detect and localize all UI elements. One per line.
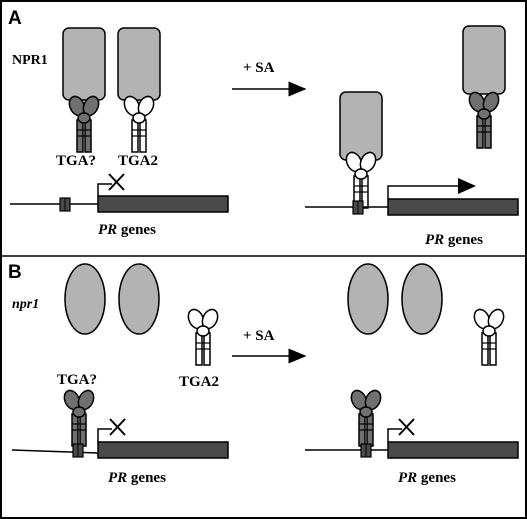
panel-a: A NPR1 TGA? TGA2 PR genes + SA — [8, 8, 519, 248]
pr-gene-box — [97, 441, 229, 459]
tga2-dimer — [342, 149, 380, 209]
npr1-mutant-protein — [401, 263, 443, 335]
transcription-arrowhead-icon — [458, 178, 476, 194]
dna-strand — [11, 449, 99, 454]
tga2-dimer — [470, 306, 508, 366]
tga-unknown-label: TGA? — [56, 153, 96, 169]
tga-unknown-dimer — [65, 93, 103, 153]
tga-unknown-label: TGA? — [57, 372, 97, 388]
pr-gene-box — [387, 441, 519, 459]
npr1-mutant-label: npr1 — [12, 297, 39, 312]
pr-gene-box — [387, 198, 519, 216]
sa-label: + SA — [243, 328, 275, 344]
repression-x-icon — [398, 418, 415, 436]
pr-gene-box — [97, 195, 229, 213]
npr1-protein — [462, 25, 506, 95]
npr1-mutant-protein — [347, 263, 389, 335]
repression-x-icon — [109, 418, 126, 436]
pr-genes-label: PR genes — [425, 232, 483, 248]
tga2-label: TGA2 — [118, 153, 158, 169]
npr1-mutant-protein — [118, 263, 160, 335]
tga2-label: TGA2 — [179, 374, 219, 390]
npr1-protein — [62, 27, 106, 101]
npr1-protein — [117, 27, 161, 101]
repression-x-icon — [108, 173, 125, 191]
tga-unknown-dimer — [60, 387, 98, 447]
tss-bracket — [97, 428, 112, 442]
tga2-dimer — [184, 306, 222, 366]
tss-bracket — [97, 183, 112, 196]
npr1-protein — [339, 91, 383, 161]
panel-a-letter: A — [8, 8, 22, 29]
tga2-dimer — [120, 93, 158, 153]
tga-unknown-dimer — [347, 387, 385, 447]
tss-bracket — [387, 428, 402, 442]
pr-genes-label: PR genes — [98, 222, 156, 238]
panel-b-letter: B — [8, 262, 22, 283]
npr1-label: NPR1 — [12, 53, 48, 68]
pr-genes-label: PR genes — [398, 470, 456, 486]
transcription-arrow — [387, 185, 460, 199]
sa-label: + SA — [243, 60, 275, 76]
pr-genes-label: PR genes — [108, 470, 166, 486]
npr1-mutant-protein — [64, 263, 106, 335]
panel-b: B npr1 TGA2 TGA? PR genes + SA — [8, 262, 519, 486]
tga-unknown-dimer — [465, 89, 503, 149]
